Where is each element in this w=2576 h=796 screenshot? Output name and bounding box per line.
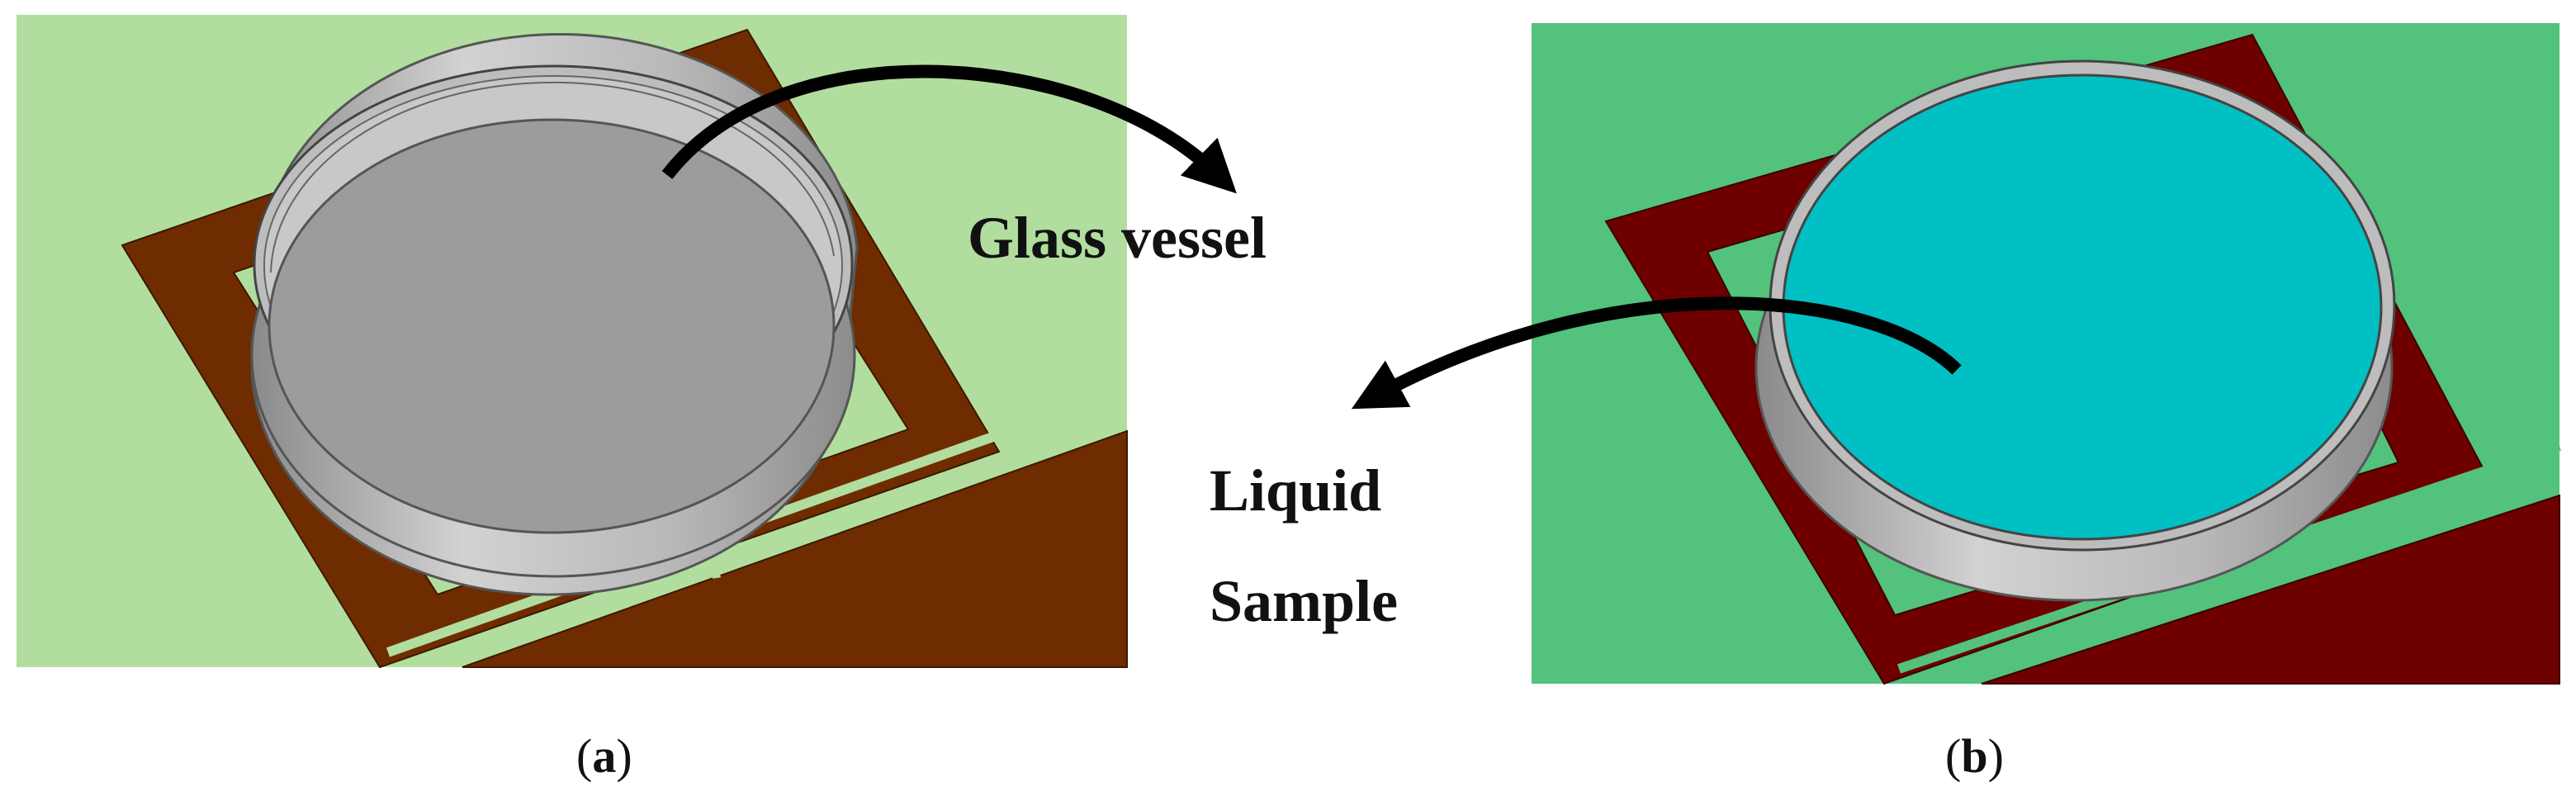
liquid-surface [1782,73,2383,541]
glass-vessel-label: Glass vessel [968,205,1267,271]
vessel-floor [268,118,836,534]
liquid-vessel-b [1754,59,2396,602]
inner-arc [270,81,835,273]
panel-b [1351,23,2561,685]
glass-vessel-a [250,33,859,596]
caption-a: (a) [576,729,632,783]
feed-strip-b [1981,494,2560,685]
panel-a [17,15,1237,669]
liquid-sample-arrow [1351,296,1962,410]
glass-vessel-arrow [661,64,1237,194]
feed-strip [462,429,1128,668]
caption-b: (b) [1945,729,2004,783]
liquid-sample-label-line2: Sample [1210,568,1398,634]
liquid-sample-label-line1: Liquid [1210,457,1381,524]
